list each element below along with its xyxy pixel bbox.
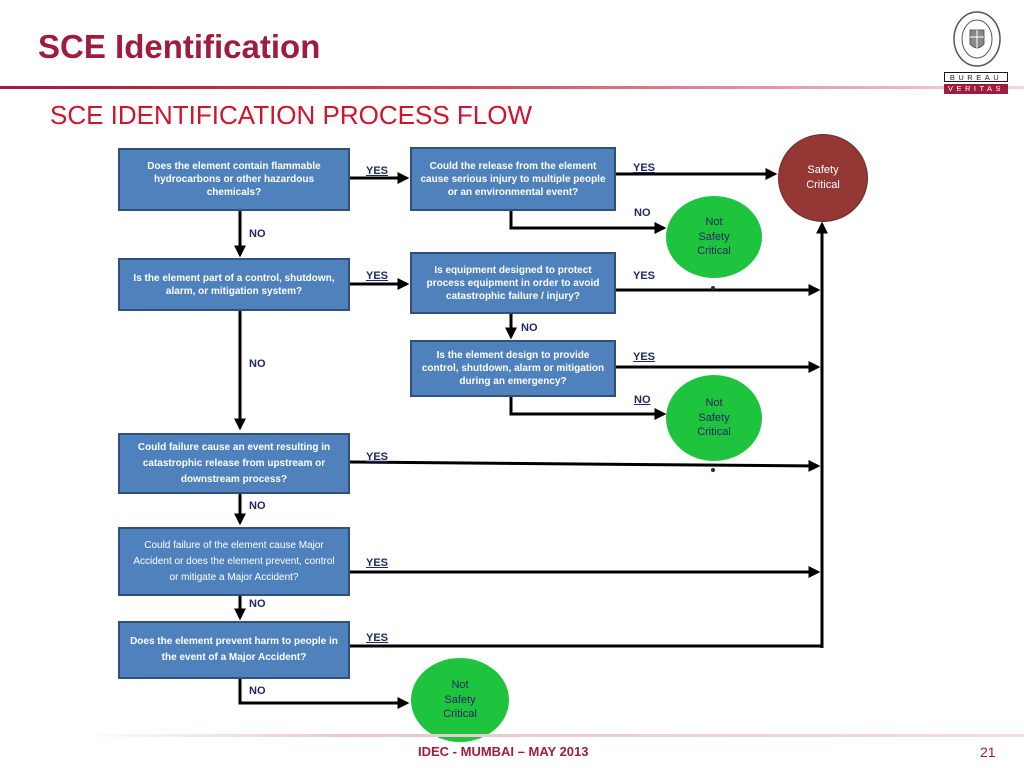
yes-label: YES: [366, 557, 389, 569]
outcome-text: Critical: [697, 245, 731, 258]
no-label: NO: [249, 685, 266, 697]
yes-label: YES: [366, 165, 389, 177]
outcome-text: Critical: [806, 179, 840, 191]
yes-label: YES: [633, 162, 656, 174]
outcome-text: Critical: [443, 708, 477, 721]
yes-label: YES: [366, 632, 389, 644]
no-label: NO: [249, 228, 266, 240]
outcome-not-safety-critical: Not Safety Critical: [411, 658, 509, 742]
no-label: NO: [634, 394, 651, 406]
outcome-text: Critical: [697, 426, 731, 439]
question-box-q5: Does the element prevent harm to people …: [118, 621, 350, 679]
question-box-q1: Does the element contain flammable hydro…: [118, 148, 350, 211]
yes-label: YES: [633, 270, 656, 282]
slide-title: SCE Identification: [38, 28, 321, 65]
outcome-not-safety-critical: Not Safety Critical: [666, 375, 762, 461]
outcome-safety-critical: Safety Critical: [778, 134, 868, 222]
arrow-q3-yes: [348, 459, 821, 472]
slide-subtitle: SCE IDENTIFICATION PROCESS FLOW: [50, 100, 533, 130]
logo-line-2: VERITAS: [944, 84, 1008, 94]
outcome-text: Safety: [698, 230, 730, 243]
footer-divider: [78, 734, 1024, 737]
dot-marker: [711, 286, 715, 290]
no-label: NO: [521, 322, 538, 334]
bureau-veritas-logo: BUREAU VERITAS: [944, 10, 1008, 94]
no-label: NO: [249, 358, 266, 370]
arrow-q5-no: [238, 678, 410, 709]
dot-marker: [711, 468, 715, 472]
no-label: NO: [249, 500, 266, 512]
no-label: NO: [249, 598, 266, 610]
question-box-q7: Is equipment designed to protect process…: [410, 252, 616, 314]
yes-label: YES: [366, 451, 389, 463]
question-box-q3: Could failure cause an event resulting i…: [118, 433, 350, 494]
arrow-q8-no: [509, 396, 667, 420]
title-divider: [0, 86, 1024, 89]
no-label: NO: [634, 207, 651, 219]
outcome-text: Safety: [444, 693, 476, 706]
outcome-text: Safety: [698, 411, 730, 424]
yes-label: YES: [633, 351, 656, 363]
logo-line-1: BUREAU: [944, 72, 1008, 82]
outcome-text: Safety: [807, 164, 839, 177]
question-box-q6: Could the release from the element cause…: [410, 147, 616, 211]
outcome-text: Not: [705, 396, 723, 409]
outcome-text: Not: [451, 678, 469, 691]
question-box-q4: Could failure of the element cause Major…: [118, 527, 350, 596]
page-number: 21: [980, 744, 996, 760]
seal-icon: [953, 11, 1001, 67]
slide-footer: IDEC - MUMBAI – MAY 2013: [418, 744, 589, 759]
arrow-q6-no: [509, 210, 667, 234]
question-box-q2: Is the element part of a control, shutdo…: [118, 258, 350, 311]
outcome-not-safety-critical: Not Safety Critical: [666, 196, 762, 278]
outcome-text: Not: [705, 215, 723, 228]
question-box-q8: Is the element design to provide control…: [410, 340, 616, 397]
yes-label: YES: [366, 270, 389, 282]
